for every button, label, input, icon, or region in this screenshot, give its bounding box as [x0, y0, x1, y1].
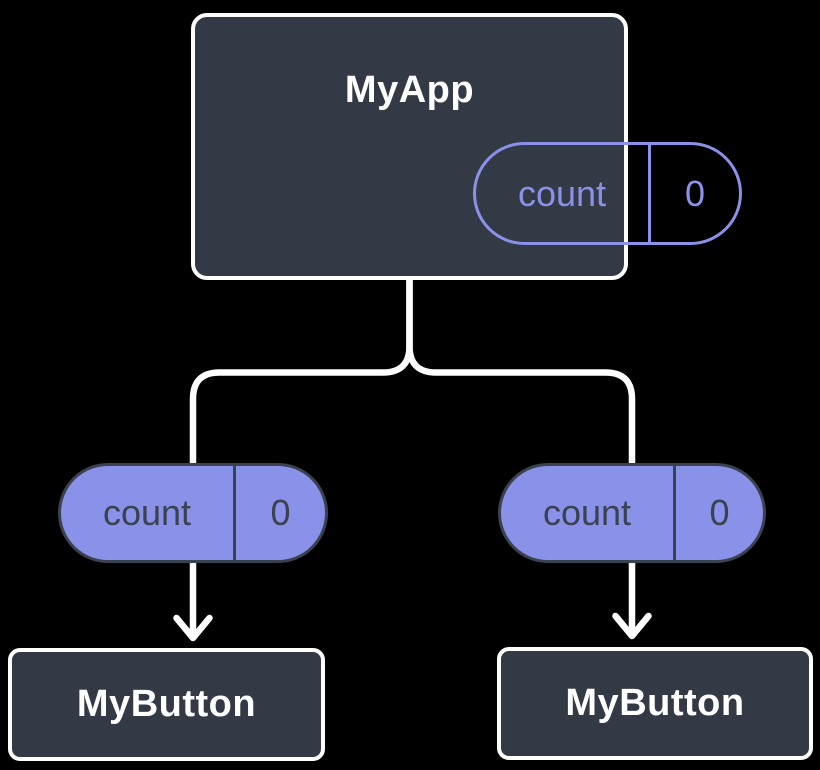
- mybutton-node-right: MyButton: [497, 647, 813, 760]
- state-pill-name: count: [517, 172, 607, 214]
- prop-pill-left: count 0: [58, 463, 328, 563]
- connector-branch-left: [189, 274, 413, 467]
- prop-pill-left-name: count: [102, 492, 192, 533]
- prop-pill-right: count 0: [498, 463, 766, 563]
- state-pill-value: 0: [648, 145, 739, 242]
- mybutton-node-left: MyButton: [8, 648, 325, 761]
- prop-pill-left-value: 0: [233, 466, 325, 560]
- myapp-title: MyApp: [344, 69, 475, 111]
- state-pill: count 0: [473, 142, 742, 245]
- connector-branch-right: [406, 274, 636, 467]
- myapp-node: MyApp count 0: [191, 13, 742, 280]
- arrow-head-left-icon: [173, 614, 213, 642]
- prop-pill-right-value: 0: [673, 466, 763, 560]
- arrow-head-right-icon: [612, 612, 652, 640]
- mybutton-left-title: MyButton: [76, 683, 257, 725]
- prop-pill-right-name: count: [542, 492, 632, 533]
- mybutton-right-title: MyButton: [565, 682, 745, 724]
